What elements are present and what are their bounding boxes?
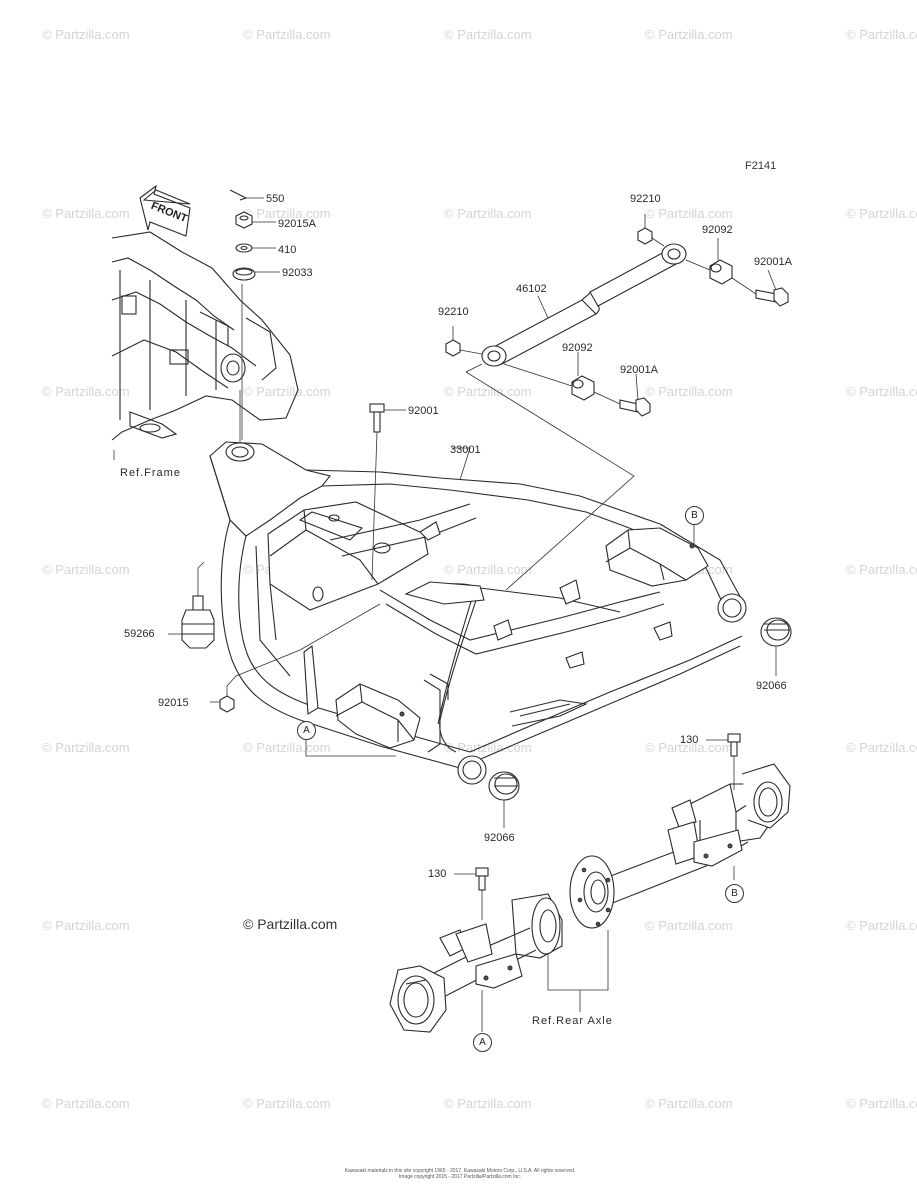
callout-a-axle: A <box>473 1033 492 1052</box>
watermark: © Partzilla.com <box>645 384 733 399</box>
part-92001a-bolt-mid <box>593 373 651 417</box>
part-130-bolt-left <box>454 867 489 920</box>
watermark: © Partzilla.com <box>243 1096 331 1111</box>
watermark: © Partzilla.com <box>645 206 733 221</box>
rear-axle-housing-left <box>389 893 563 1033</box>
watermark: © Partzilla.com <box>846 384 917 399</box>
copyright-notice: Kawasaki materials in this site copyrigh… <box>340 1168 580 1180</box>
part-label-130-right[interactable]: 130 <box>680 734 699 746</box>
watermark: © Partzilla.com <box>42 384 130 399</box>
part-92033-ring <box>232 267 280 281</box>
ref-rear-axle-label: Ref.Rear Axle <box>532 1015 613 1027</box>
part-92001a-bolt-top <box>731 269 789 307</box>
part-label-59266[interactable]: 59266 <box>124 628 155 640</box>
part-label-130-left[interactable]: 130 <box>428 868 447 880</box>
part-label-92210-top[interactable]: 92210 <box>630 193 661 205</box>
part-92015a-nut <box>235 211 276 229</box>
callout-a-frame: A <box>297 721 316 740</box>
watermark: © Partzilla.com <box>645 1096 733 1111</box>
watermark: © Partzilla.com <box>645 918 733 933</box>
callout-b-axle: B <box>725 884 744 903</box>
part-label-92015[interactable]: 92015 <box>158 697 189 709</box>
watermark: © Partzilla.com <box>846 562 917 577</box>
watermark: © Partzilla.com <box>846 740 917 755</box>
watermark: © Partzilla.com <box>444 27 532 42</box>
watermark: © Partzilla.com <box>846 206 917 221</box>
watermark: © Partzilla.com <box>444 562 532 577</box>
part-label-92210-mid[interactable]: 92210 <box>438 306 469 318</box>
part-92001-bolt <box>369 403 406 581</box>
part-label-92092-mid[interactable]: 92092 <box>562 342 593 354</box>
diagram-code: F2141 <box>745 160 777 172</box>
rear-axle-housing-right <box>569 763 791 929</box>
part-label-46102[interactable]: 46102 <box>516 283 547 295</box>
main-frame-33001 <box>209 441 747 785</box>
part-92066-bottom-cap <box>488 771 520 828</box>
copyright-line: Kawasaki materials in this site copyrigh… <box>344 1168 576 1174</box>
part-92092-collar-top <box>685 238 733 285</box>
part-92066-right-cap <box>760 617 792 676</box>
watermark: © Partzilla.com <box>645 740 733 755</box>
watermark: © Partzilla.com <box>243 384 331 399</box>
part-label-92066-bottom[interactable]: 92066 <box>484 832 515 844</box>
part-label-550[interactable]: 550 <box>266 193 285 205</box>
watermark: © Partzilla.com <box>444 206 532 221</box>
part-label-92001a-mid[interactable]: 92001A <box>620 364 658 376</box>
watermark: © Partzilla.com <box>645 27 733 42</box>
part-label-92066-right[interactable]: 92066 <box>756 680 787 692</box>
part-label-92092-top[interactable]: 92092 <box>702 224 733 236</box>
ref-frame-drawing <box>111 231 299 444</box>
part-label-410[interactable]: 410 <box>278 244 297 256</box>
part-label-92033[interactable]: 92033 <box>282 267 313 279</box>
copyright-line: Image copyright 2015 - 2017 Partzilla/Pa… <box>398 1174 522 1180</box>
part-46102-tie-rod <box>481 243 687 367</box>
watermark: © Partzilla.com <box>846 918 917 933</box>
watermark: © Partzilla.com <box>42 740 130 755</box>
part-label-92015a[interactable]: 92015A <box>278 218 316 230</box>
callout-b-frame: B <box>685 506 704 525</box>
front-arrow-icon: FRONT <box>139 184 191 237</box>
watermark: © Partzilla.com <box>42 27 130 42</box>
watermark: © Partzilla.com <box>42 1096 130 1111</box>
watermark: © Partzilla.com <box>42 206 130 221</box>
part-92092-collar-mid <box>503 352 595 401</box>
part-410-washer <box>235 243 276 253</box>
part-59266-damper <box>168 561 215 649</box>
watermark: © Partzilla.com <box>42 918 130 933</box>
part-label-92001[interactable]: 92001 <box>408 405 439 417</box>
part-92015-nut <box>210 603 381 713</box>
part-130-bolt-right <box>706 733 741 790</box>
watermark: © Partzilla.com <box>846 1096 917 1111</box>
watermark: © Partzilla.com <box>243 740 331 755</box>
watermark: © Partzilla.com <box>243 27 331 42</box>
part-label-33001[interactable]: 33001 <box>450 444 481 456</box>
watermark: © Partzilla.com <box>846 27 917 42</box>
watermark: © Partzilla.com <box>444 1096 532 1111</box>
part-label-92001a-top[interactable]: 92001A <box>754 256 792 268</box>
watermark: © Partzilla.com <box>444 384 532 399</box>
part-92210-nut-top <box>637 214 665 247</box>
part-550-clip <box>229 189 264 201</box>
ref-frame-label: Ref.Frame <box>120 467 181 479</box>
brand-label: © Partzilla.com <box>243 916 338 932</box>
part-92210-nut-mid <box>445 326 483 357</box>
watermark: © Partzilla.com <box>243 206 331 221</box>
watermark: © Partzilla.com <box>42 562 130 577</box>
